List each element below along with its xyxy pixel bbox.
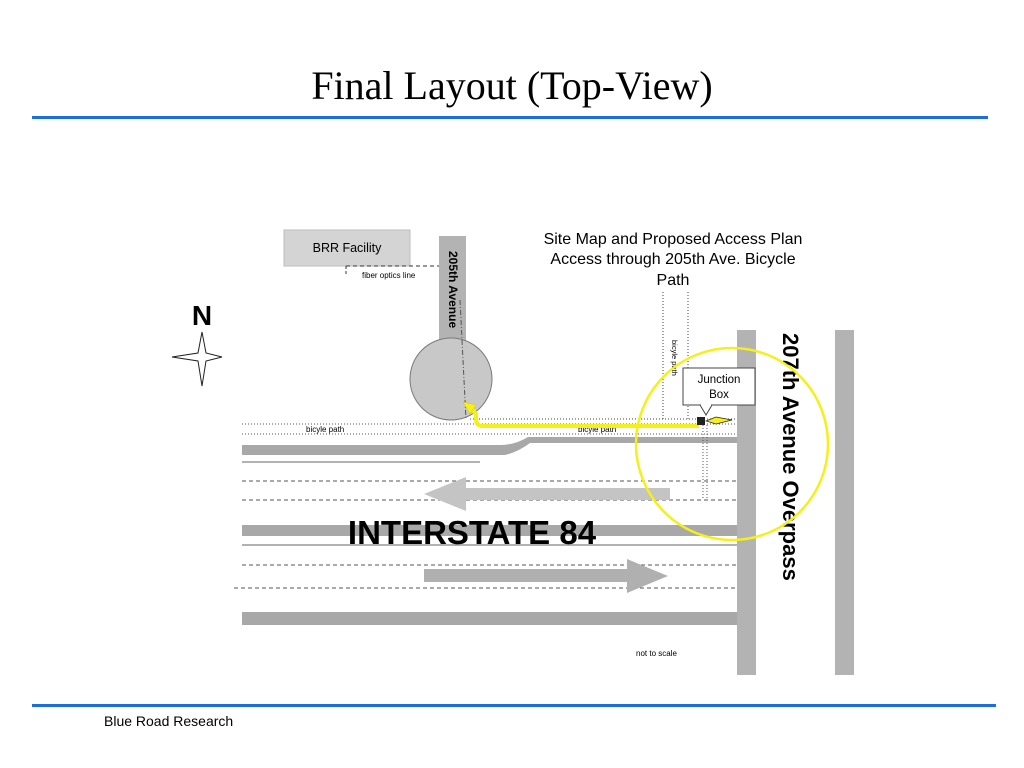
avenue-205-label: 205th Avenue — [446, 251, 460, 328]
avenue-207-overpass-label: 207th Avenue Overpass — [778, 333, 803, 581]
plan-title-line-2: Access through 205th Ave. Bicycle — [550, 251, 795, 268]
footer-rule — [32, 704, 996, 707]
junction-callout-box — [682, 367, 756, 406]
eastbound-arrow — [424, 559, 668, 593]
junction-highlight-circle — [634, 346, 830, 542]
compass-north-label: N — [192, 300, 212, 331]
junction-callout-pointer — [699, 404, 713, 416]
access-route-arrowhead — [462, 401, 477, 415]
overpass-east-barrier — [835, 330, 854, 675]
bicycle-path-label-left: bicyle path — [306, 425, 344, 434]
roundabout — [409, 337, 493, 421]
junction-box-icon — [697, 417, 705, 425]
vertical-bicycle-path-label: bicyle path — [670, 340, 679, 376]
median-road — [242, 525, 737, 536]
slide-title: Final Layout (Top-View) — [311, 63, 713, 108]
plan-title-line-3: Path — [657, 272, 690, 289]
bottom-shoulder-road — [242, 612, 737, 625]
title-underline — [32, 116, 988, 119]
fiber-optics-label: fiber optics line — [362, 271, 416, 280]
overpass-west-barrier — [737, 330, 756, 675]
plan-title-line-1: Site Map and Proposed Access Plan — [544, 231, 803, 248]
not-to-scale-note: not to scale — [636, 649, 677, 658]
access-route-highlight — [468, 405, 699, 428]
footer-company: Blue Road Research — [104, 713, 234, 729]
interstate-84-label: INTERSTATE 84 — [348, 514, 597, 551]
bicycle-path-label-middle: bicyle path — [578, 425, 616, 434]
westbound-arrow — [424, 477, 670, 511]
brr-facility-label: BRR Facility — [313, 241, 383, 255]
junction-label-line-1: Junction — [698, 374, 741, 386]
brr-facility-box — [283, 229, 411, 267]
on-ramp-road — [242, 437, 737, 455]
junction-label-line-2: Box — [709, 389, 729, 401]
junction-box-connector-icon — [704, 416, 733, 425]
compass-star-icon — [171, 331, 223, 387]
fiber-through-roundabout — [459, 299, 467, 421]
